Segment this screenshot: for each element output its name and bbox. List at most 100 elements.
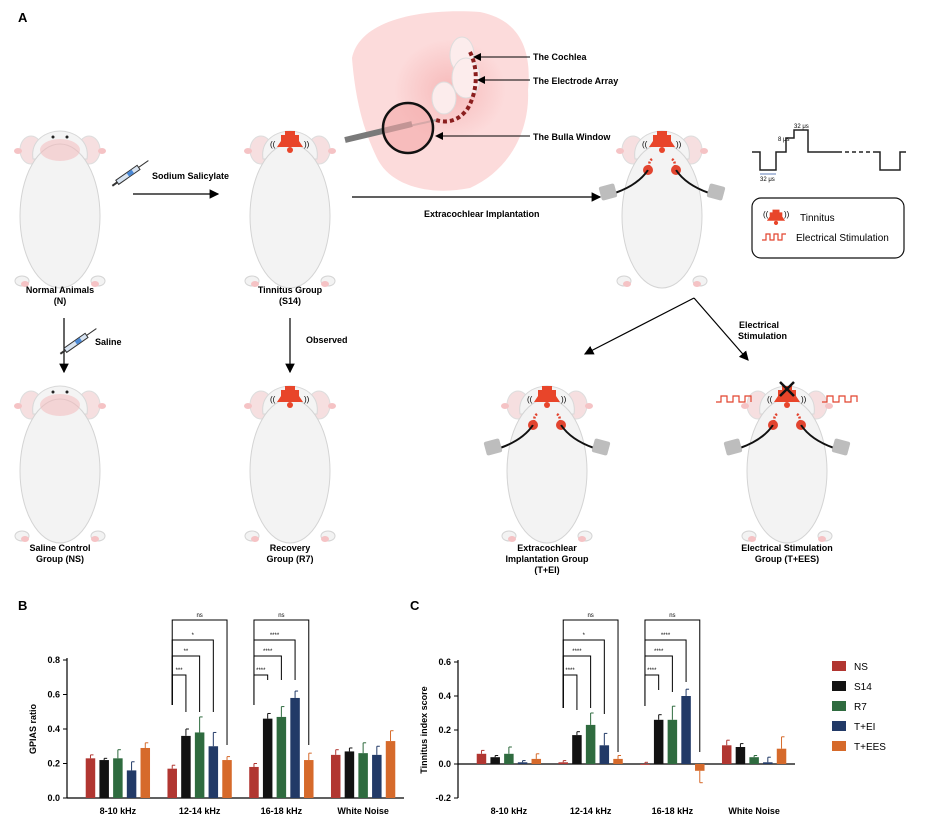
panel-c-label: C (410, 598, 420, 613)
significance-bracket (644, 619, 701, 752)
significance-label: **** (654, 649, 664, 655)
label-cochlea: The Cochlea (533, 52, 588, 62)
significance-label: **** (661, 633, 671, 639)
significance-label: ** (184, 649, 189, 655)
bar (572, 735, 582, 764)
bar (194, 732, 205, 798)
y-tick-label: 0.8 (47, 655, 60, 665)
label-recovery-code: Group (R7) (267, 554, 314, 564)
legend-label: T+EI (854, 722, 875, 733)
y-tick-label: 0.0 (438, 759, 451, 769)
y-tick-label: 0.2 (47, 759, 60, 769)
y-tick-label: 0.6 (47, 690, 60, 700)
label-saline-title: Saline Control (29, 543, 90, 553)
y-tick-label: 0.4 (438, 691, 451, 701)
y-tick-label: 0.6 (438, 657, 451, 667)
rat-stim-group: (( )) (722, 381, 852, 544)
label-stim-1: Electrical (739, 320, 779, 330)
stimulation-wave-icon (762, 233, 786, 241)
significance-label: **** (647, 668, 657, 674)
x-tick-label: 16-18 kHz (261, 806, 303, 816)
bar (735, 747, 746, 764)
stim-wave-left (716, 395, 752, 403)
significance-bracket (253, 619, 310, 745)
arrow-branch-right (693, 297, 749, 361)
svg-text:)): )) (561, 395, 567, 404)
x-tick-label: 8-10 kHz (491, 806, 528, 816)
y-axis-label: Tinnitus index score (419, 686, 429, 773)
significance-bracket (253, 655, 282, 705)
x-tick-label: 16-18 kHz (652, 806, 694, 816)
x-tick-label: 12-14 kHz (570, 806, 612, 816)
y-axis-label: GPIAS ratio (28, 703, 38, 754)
significance-bracket (171, 639, 214, 712)
label-implant-line1: Extracochlear (517, 543, 577, 553)
bar (517, 762, 528, 764)
bar (99, 760, 109, 798)
legend-swatch (832, 721, 846, 731)
y-tick-label: 0.2 (438, 725, 451, 735)
svg-text:)): )) (784, 210, 790, 219)
label-stim-title: Electrical Stimulation (741, 543, 833, 553)
bar (113, 758, 123, 798)
bar (653, 719, 664, 764)
panel-b-label: B (18, 598, 27, 613)
bar (181, 735, 191, 798)
rat-recovery: (( )) (243, 385, 337, 544)
svg-text:((: (( (527, 395, 533, 404)
legend-box (751, 197, 905, 259)
label-saline-code: Group (NS) (36, 554, 84, 564)
label-sodium: Sodium Salicylate (152, 171, 229, 181)
rat-normal (13, 130, 107, 289)
y-tick-label: -0.2 (435, 793, 451, 803)
bar (304, 760, 314, 798)
svg-text:((: (( (642, 140, 648, 149)
label-observed: Observed (306, 335, 348, 345)
bar (695, 764, 705, 771)
significance-bracket (562, 674, 578, 710)
label-normal-title: Normal Animals (26, 285, 94, 295)
label-implant-code: (T+EI) (534, 565, 559, 575)
significance-label: **** (565, 668, 575, 674)
legend-swatch (832, 741, 846, 751)
significance-bracket (644, 674, 660, 706)
bar (476, 753, 487, 764)
bar (222, 760, 232, 798)
significance-label: ns (278, 613, 284, 619)
x-tick-label: White Noise (728, 806, 780, 816)
label-implantation: Extracochlear Implantation (424, 209, 540, 219)
rat-tinnitus: (( )) (243, 130, 337, 289)
svg-text:)): )) (676, 140, 682, 149)
bar (385, 741, 396, 798)
bar (330, 754, 341, 798)
label-tinnitus-code: (S14) (279, 296, 301, 306)
svg-text:)): )) (801, 395, 807, 404)
label-implant-line2: Implantation Group (506, 554, 589, 564)
y-tick-label: 0.4 (47, 724, 60, 734)
bar (344, 751, 355, 798)
svg-text:)): )) (304, 140, 310, 149)
bar (558, 762, 568, 764)
label-tinnitus-title: Tinnitus Group (258, 285, 323, 295)
significance-label: **** (572, 649, 582, 655)
rat-saline (13, 385, 107, 544)
bar (776, 748, 787, 764)
bar (640, 764, 650, 765)
bar (681, 696, 691, 764)
significance-bracket (562, 639, 605, 714)
bar (85, 758, 96, 798)
rat-implant-group: (( )) (482, 385, 612, 544)
sound-icon: (( (763, 210, 769, 219)
significance-label: ns (669, 613, 675, 619)
significance-label: *** (176, 668, 184, 674)
bar (276, 716, 287, 798)
bar (667, 719, 678, 764)
bar (262, 718, 273, 798)
legend-label: T+EES (854, 742, 886, 753)
significance-bracket (253, 674, 269, 705)
legend-swatch (832, 681, 846, 691)
bar (613, 758, 623, 764)
